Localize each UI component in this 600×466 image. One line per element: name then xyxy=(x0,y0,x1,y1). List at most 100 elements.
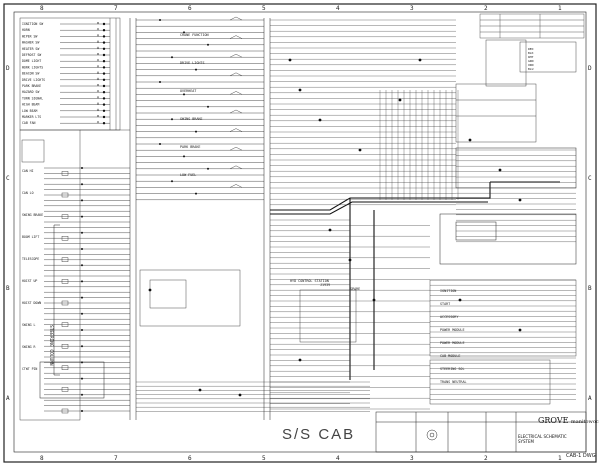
lower-panel-label: CAN HI xyxy=(22,169,34,173)
grid-col-label: 2 xyxy=(484,5,488,12)
function-label: PARK BRAKE xyxy=(180,145,200,149)
switch-label: DOME LIGHT xyxy=(22,59,41,63)
steering-column-bracket xyxy=(53,224,60,376)
grid-col-label: 8 xyxy=(40,455,44,462)
brand-name: GROVE xyxy=(538,416,569,425)
wire-trunk-vertical xyxy=(129,18,271,420)
grid-col-label: 3 xyxy=(410,455,414,462)
lower-panel-label: HOIST UP xyxy=(22,279,37,283)
switch-label: IGNITION SW xyxy=(22,22,43,26)
module-label: STEERING SOL xyxy=(440,367,465,371)
grid-row-label: A xyxy=(6,395,10,402)
grid-row-label: D xyxy=(6,65,10,72)
switch-label: HORN xyxy=(22,28,30,32)
module-label: POWER MODULE xyxy=(440,328,465,332)
grid-col-label: 2 xyxy=(484,455,488,462)
lower-panel-label: HOIST DOWN xyxy=(22,301,41,305)
switch-label: PARK BRAKE xyxy=(22,84,41,88)
function-label: SWING BRAKE xyxy=(180,117,202,121)
lower-panel-label: BOOM LIFT xyxy=(22,235,39,239)
grid-row-label: C xyxy=(588,175,592,182)
left-lower-panel xyxy=(19,129,130,421)
switch-label: HIGH BEAM xyxy=(22,103,39,107)
grid-col-label: 7 xyxy=(114,5,118,12)
revision-block xyxy=(479,13,585,39)
station-label: SPARE xyxy=(350,287,360,291)
grid-row-label: B xyxy=(6,285,10,292)
function-label: LOW FUEL xyxy=(180,173,196,177)
switch-label: DRIVE LIGHTS xyxy=(22,78,45,82)
grid-col-label: 6 xyxy=(188,5,192,12)
module-label: POWER MODULE xyxy=(440,341,465,345)
main-wire-bundle xyxy=(270,181,560,380)
center-lower-control-station xyxy=(139,269,357,343)
shift-selector-box xyxy=(39,361,105,399)
module-label: TRANS NEUTRAL xyxy=(440,380,467,384)
switch-label: TURN SIGNAL xyxy=(22,96,43,100)
connector-label: RED xyxy=(528,47,534,51)
grid-row-label: B xyxy=(588,285,592,292)
switch-label: DEFROST SW xyxy=(22,53,41,57)
function-label: OVERHEAT xyxy=(180,89,196,93)
switch-label: WIPER SW xyxy=(22,34,37,38)
title-line-2: SYSTEM xyxy=(518,439,534,444)
function-label: CRANE FUNCTION xyxy=(180,33,209,37)
section-title: S/S CAB xyxy=(282,426,356,443)
wire-labels: IGNITION SW HORN WIPER SW WASHER SW HEATER S… xyxy=(22,22,534,384)
brand-sub: manitowoc xyxy=(571,419,599,425)
connector-label: BLU xyxy=(528,67,534,71)
title-text: ELECTRICAL SCHEMATIC SYSTEM xyxy=(518,434,567,444)
drawing-number: CAB-1 DWG xyxy=(566,453,596,459)
module-label: CAB MODULE xyxy=(440,354,460,358)
lower-panel-label: SWING L xyxy=(22,323,36,327)
switch-label: HEATER SW xyxy=(22,47,39,51)
right-circuit-box xyxy=(439,147,577,265)
lower-panel-label: CAN LO xyxy=(22,191,34,195)
module-label: IGNITION xyxy=(440,289,456,293)
lower-panel-label: SWING BRAKE xyxy=(22,213,43,217)
connector-label: GRN xyxy=(528,59,534,63)
grid-row-label: D xyxy=(588,65,592,72)
upper-center-functions xyxy=(136,16,264,201)
grid-col-label: 5 xyxy=(262,455,266,462)
module-label: START xyxy=(440,302,450,306)
brand-logo: GROVE manitowoc xyxy=(538,416,599,425)
grid-col-label: 5 xyxy=(262,5,266,12)
grid-row-label: A xyxy=(588,395,592,402)
grid-col-label: 4 xyxy=(336,455,340,462)
station-label: J1939 xyxy=(320,283,330,287)
grid-col-label: 8 xyxy=(40,5,44,12)
connector-label: ORN xyxy=(528,63,534,67)
sheet-border xyxy=(3,3,597,463)
grid-row-label: C xyxy=(6,175,10,182)
connector-label: BLK xyxy=(528,51,534,55)
switch-label: WASHER SW xyxy=(22,41,39,45)
grid-col-label: 7 xyxy=(114,455,118,462)
lower-panel-label: SWING R xyxy=(22,345,36,349)
grid-col-label: 1 xyxy=(558,5,562,12)
switch-label: HAZARD SW xyxy=(22,90,39,94)
junction-dots xyxy=(148,58,522,397)
grid-col-label: 4 xyxy=(336,5,340,12)
grid-col-label: 6 xyxy=(188,455,192,462)
title-block xyxy=(375,411,587,453)
switch-label: MARKER LTS xyxy=(22,115,41,119)
switch-label: CAB FAN xyxy=(22,121,36,125)
lower-panel-label: CTWT PIN xyxy=(22,367,37,371)
switch-label: LOW BEAM xyxy=(22,109,37,113)
switch-label: WORK LIGHTS xyxy=(22,65,43,69)
function-label: DRIVE LIGHTS xyxy=(180,61,205,65)
module-label: ACCESSORY xyxy=(440,315,458,319)
title-line-1: ELECTRICAL SCHEMATIC xyxy=(518,434,567,439)
connector-label: WHT xyxy=(528,55,534,59)
top-right-connector-block xyxy=(455,39,577,143)
grid-col-label: 3 xyxy=(410,5,414,12)
lower-panel-label: TELESCOPE xyxy=(22,257,39,261)
grid-col-label: 1 xyxy=(558,455,562,462)
station-label: HYD CONTROL STATION xyxy=(290,279,329,283)
wire-lines xyxy=(136,19,576,412)
steering-column-label: STEERING COLUMN xyxy=(48,325,54,366)
switch-label: BEACON SW xyxy=(22,72,39,76)
